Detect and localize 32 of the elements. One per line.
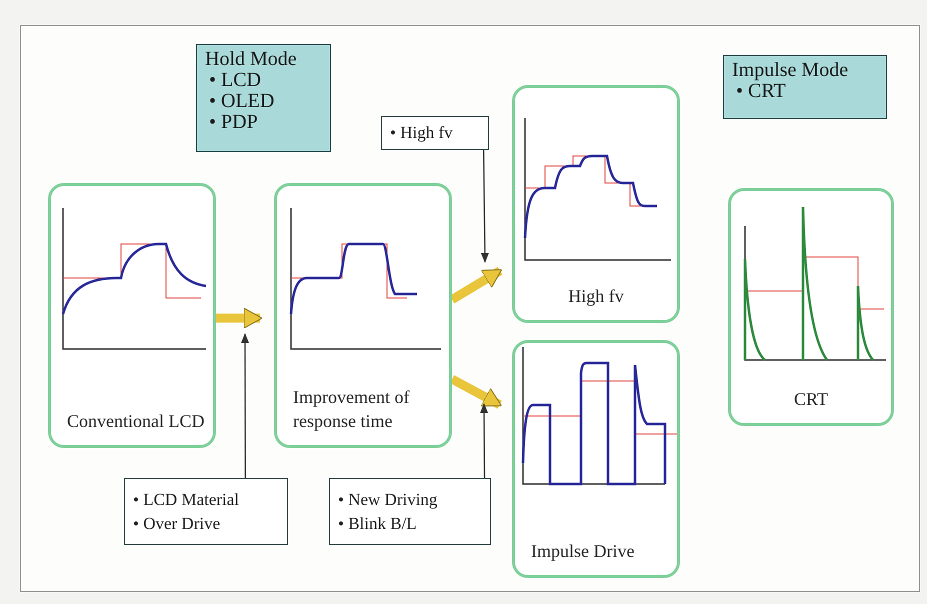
mode-box [196,44,331,152]
mode-heading: Impulse Mode [732,60,850,81]
arrow [480,403,488,478]
note-box [124,478,288,545]
panel-caption: High fv [567,285,625,308]
waveform-panel [512,340,680,578]
note-box [381,116,489,150]
mode-box [723,55,887,119]
panel-caption: CRT [793,388,829,411]
arrow [241,333,250,478]
waveform-panel [274,183,452,448]
block-arrow [450,375,502,409]
list-item: • OLED [208,91,276,112]
list-item: • LCD Material [133,488,240,510]
panel-caption: Impulse Drive [531,540,636,563]
arrow [480,150,489,263]
list-item: • LCD [208,70,262,91]
panel-caption: Conventional LCD [67,410,205,433]
waveform-panel [48,183,216,448]
waveform-panel [512,85,680,323]
block-arrow [216,308,262,329]
list-item: • Over Drive [133,512,222,534]
list-item: • PDP [208,112,259,133]
note-box [329,478,491,545]
list-item: • Blink B/L [338,512,418,534]
list-item: • High fv [390,122,454,144]
mode-heading: Hold Mode [205,49,298,70]
panel-caption: Improvement of response time [293,386,410,433]
list-item: • CRT [736,81,786,102]
waveform-panel [728,188,894,426]
block-arrow [450,266,502,304]
list-item: • New Driving [338,488,438,511]
